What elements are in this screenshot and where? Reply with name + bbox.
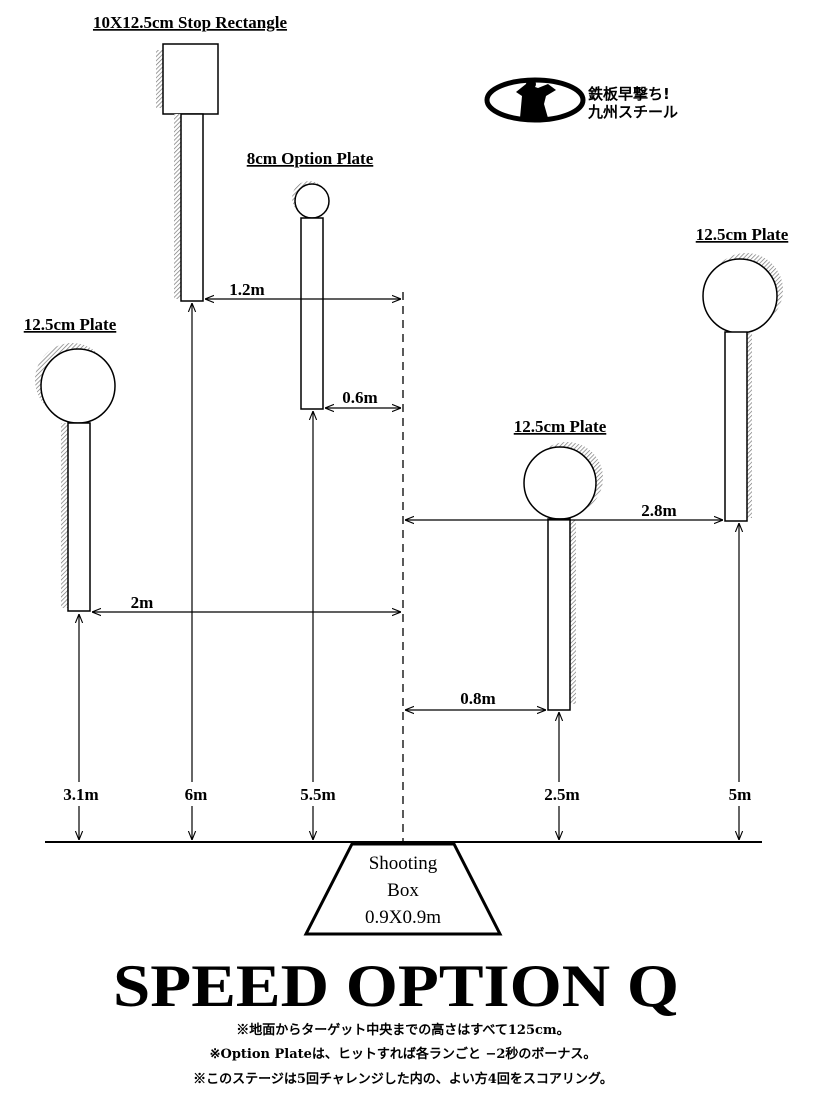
dim-option-plate-offset: 0.6m bbox=[342, 388, 377, 407]
option-plate-disc bbox=[294, 183, 330, 219]
far-right-plate-post bbox=[724, 331, 748, 522]
stop-rectangle-plate bbox=[162, 43, 219, 115]
vdim-left-plate-height: 3.1m bbox=[63, 785, 98, 804]
center-right-plate-disc bbox=[523, 446, 597, 520]
option-plate-label: 8cm Option Plate bbox=[247, 149, 374, 168]
left-plate-disc bbox=[40, 348, 116, 424]
stop-rectangle-post bbox=[180, 113, 204, 302]
shooter-silhouette-icon bbox=[516, 84, 556, 118]
left-plate-label: 12.5cm Plate bbox=[24, 315, 117, 334]
shooting-box-outline bbox=[303, 842, 503, 936]
shooting-box-line3: 0.9X0.9m bbox=[365, 907, 441, 928]
center-right-plate-label: 12.5cm Plate bbox=[514, 417, 607, 436]
vdim-stop-rectangle-height: 6m bbox=[185, 785, 208, 804]
shooting-box-line1: Shooting bbox=[369, 853, 438, 874]
note-line-1: ※地面からターゲット中央までの高さはすべて125cm。 bbox=[236, 1022, 569, 1038]
shooting-box: Shooting Box 0.9X0.9m bbox=[303, 842, 503, 936]
shooter-head-icon bbox=[526, 79, 536, 89]
note-line-3: ※このステージは5回チャレンジした内の、よい方4回をスコアリング。 bbox=[193, 1071, 613, 1087]
page-title: SPEED OPTION Q bbox=[113, 953, 679, 1019]
left-plate-target: 12.5cm Plate bbox=[24, 315, 117, 612]
vdim-option-plate-height: 5.5m bbox=[300, 785, 335, 804]
vdim-center-right-plate-height: 2.5m bbox=[544, 785, 579, 804]
left-plate-post bbox=[67, 422, 91, 612]
far-right-plate-label: 12.5cm Plate bbox=[696, 225, 789, 244]
vertical-dimensions: 3.1m 6m 5.5m 2.5m 5m bbox=[56, 303, 758, 840]
logo-text-line2: 九州スチール bbox=[587, 103, 678, 121]
dim-stop-rectangle-offset: 1.2m bbox=[229, 280, 264, 299]
horizontal-dimensions: 1.2m 0.6m 2m 2.8m 0.8m bbox=[92, 280, 723, 710]
far-right-plate-target: 12.5cm Plate bbox=[696, 225, 789, 522]
logo-text-line1: 鉄板早撃ち! bbox=[588, 85, 670, 103]
center-right-plate-post bbox=[547, 518, 571, 711]
vdim-far-right-plate-height: 5m bbox=[729, 785, 752, 804]
center-right-plate-target: 12.5cm Plate bbox=[514, 417, 607, 711]
stop-rectangle-label: 10X12.5cm Stop Rectangle bbox=[93, 13, 288, 32]
far-right-plate-disc bbox=[702, 258, 778, 334]
dim-center-right-plate-offset: 0.8m bbox=[460, 689, 495, 708]
dim-left-plate-offset: 2m bbox=[131, 593, 154, 612]
stop-rectangle-target: 10X12.5cm Stop Rectangle bbox=[93, 13, 288, 302]
shooting-box-line2: Box bbox=[387, 880, 419, 901]
option-plate-post bbox=[300, 217, 324, 410]
notes: ※地面からターゲット中央までの高さはすべて125cm。 ※Option Plat… bbox=[193, 1022, 613, 1087]
note-line-2: ※Option Plateは、ヒットすれば各ランごと −2秒のボーナス。 bbox=[210, 1046, 597, 1062]
dim-far-right-plate-offset: 2.8m bbox=[641, 501, 676, 520]
logo: 鉄板早撃ち! 九州スチール bbox=[484, 77, 678, 123]
option-plate-target: 8cm Option Plate bbox=[247, 149, 374, 410]
